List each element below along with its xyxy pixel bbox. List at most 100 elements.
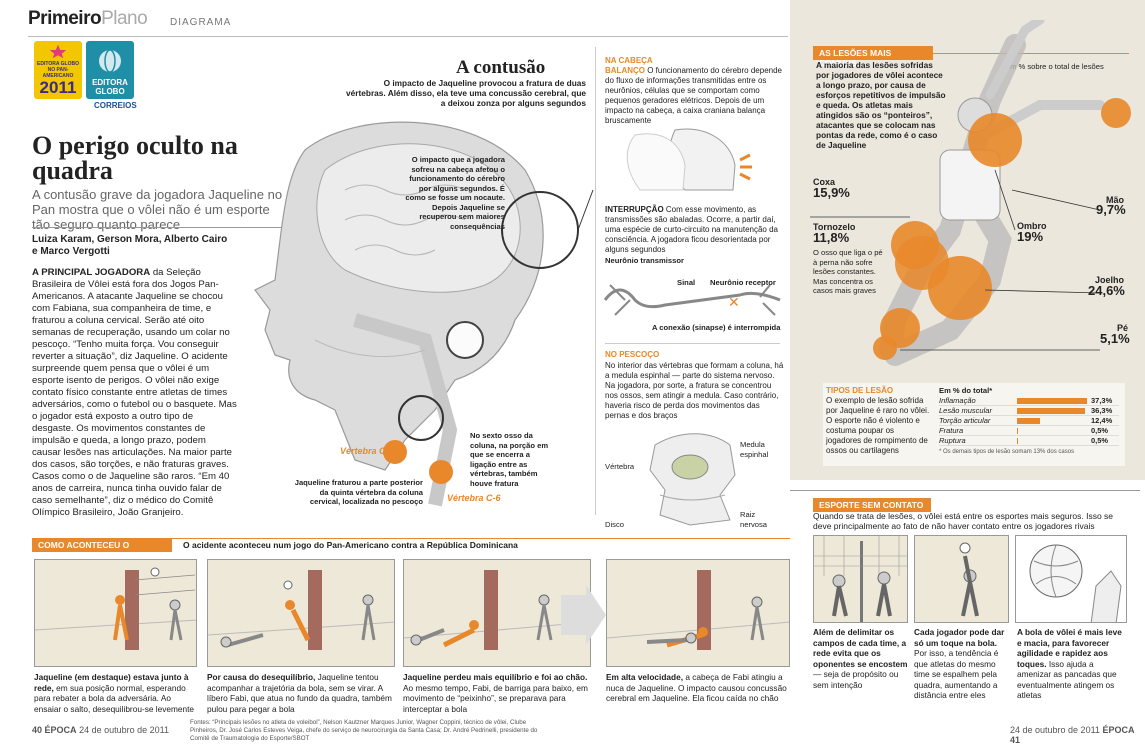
esporte-caption-1: Além de delimitar os campos de cada time…	[813, 627, 908, 690]
choque-scene-1	[35, 567, 196, 650]
tipos-row-bar	[1017, 427, 1018, 434]
right-page-number: 41	[1010, 735, 1021, 745]
ombro-value: 19%	[1017, 229, 1044, 244]
interrupcao-label: INTERRUPÇÃO	[605, 205, 664, 214]
tipos-band: TIPOS DE LESÃO	[826, 386, 894, 395]
medula-label: Medula espinhal	[740, 440, 769, 459]
article-lead: A PRINCIPAL JOGADORA	[32, 267, 151, 278]
joelho-label: Joelho	[1095, 275, 1125, 285]
footer-sources: Fontes: “Principais lesões no atleta de …	[190, 719, 538, 742]
article-authors: Luiza Karam, Gerson Mora, Alberto Cairo …	[32, 234, 228, 257]
net-illustration	[814, 536, 907, 622]
tipos-row-bar-track	[1017, 427, 1087, 434]
right-magazine: ÉPOCA	[1102, 725, 1135, 735]
coxa-label: Coxa	[813, 177, 836, 187]
tipos-row-value: 37,3%	[1091, 396, 1113, 405]
tipos-row-bar	[1017, 397, 1087, 404]
choque-caption-2-text: Jaqueline tentou acompanhar a trajetória…	[207, 672, 392, 714]
synapse-break-icon: ✕	[728, 295, 740, 311]
na-cabeca-tag: NA CABEÇA	[605, 56, 653, 65]
ball-illustration	[1029, 544, 1122, 622]
choque-desc: O acidente aconteceu num jogo do Pan-Ame…	[183, 540, 518, 550]
balanco-text: BALANÇO O funcionamento do cérebro depen…	[605, 66, 785, 126]
joelho-value: 24,6%	[1088, 283, 1125, 298]
mao-label: Mão	[1106, 195, 1124, 205]
tipos-row-label: Lesão muscular	[939, 406, 992, 415]
brain-neck-panel	[595, 47, 785, 515]
esporte-caption-2: Cada jogador pode dar só um toque na bol…	[914, 627, 1009, 701]
tipos-row-bar-track	[1017, 417, 1087, 424]
choque-caption-3-bold: Jaqueline perdeu mais equilíbrio e foi a…	[403, 672, 588, 682]
esporte-caption-3-text: Isso ajuda a amenizar as pancadas que ev…	[1017, 658, 1117, 701]
pe-label: Pé	[1117, 323, 1129, 333]
choque-caption-2-bold: Por causa do desequilíbrio,	[207, 672, 316, 682]
choque-scene-4	[607, 570, 789, 650]
choque-frame-2	[207, 559, 395, 667]
tornozelo-label: Tornozelo	[813, 222, 856, 232]
tipos-row-bar-track	[1017, 437, 1087, 444]
esporte-caption-2-bold: Cada jogador pode dar só um toque na bol…	[914, 627, 1005, 648]
c5-label: Vértebra C-5	[340, 446, 394, 456]
footer-left: 40 ÉPOCA 24 de outubro de 2011	[32, 725, 169, 735]
panel-divider	[605, 343, 780, 344]
star-icon	[49, 44, 67, 59]
tipos-row-value: 12,4%	[1091, 416, 1113, 425]
choque-caption-1: Jaqueline (em destaque) estava junto à r…	[34, 672, 197, 714]
fracture-note: Jaqueline fraturou a parte posterior da …	[294, 478, 423, 506]
tipos-row-label: Inflamação	[939, 396, 976, 405]
pe-value: 5,1%	[1100, 331, 1130, 346]
left-date: 24 de outubro de 2011	[79, 725, 169, 735]
sinal-label: Sinal	[677, 278, 696, 287]
left-page-number: 40	[32, 725, 43, 735]
tipos-row-bar-track	[1017, 397, 1087, 404]
esporte-intro: Quando se trata de lesões, o vôlei está …	[813, 511, 1114, 531]
contusao-title: A contusão	[456, 57, 546, 78]
sinapse-label: A conexão (sinapse) é interrompida	[652, 323, 781, 332]
tipos-row-label: Fratura	[939, 426, 964, 435]
choque-frame-4	[606, 559, 790, 667]
header-brand: PrimeiroPlano	[28, 8, 148, 30]
esporte-frame-touch	[914, 535, 1009, 623]
choque-scene-3	[404, 570, 590, 650]
article-subtitle: A contusão grave da jogadora Jaqueline n…	[32, 187, 283, 232]
tipos-row-bar	[1017, 437, 1018, 444]
disco-label: Disco	[605, 520, 624, 529]
choque-caption-4: Em alta velocidade, a cabeça de Fabi ati…	[606, 672, 790, 704]
pescoco-text: No interior das vértebras que formam a c…	[605, 361, 784, 420]
lesoes-text: A maioria das lesões sofridas por jogado…	[816, 60, 946, 150]
footer-right: 24 de outubro de 2011 ÉPOCA 41	[1010, 725, 1145, 745]
esporte-frame-ball	[1015, 535, 1127, 623]
no-pescoco-tag: NO PESCOÇO	[605, 350, 660, 359]
tipos-text: O exemplo de lesão sofrida por Jaqueline…	[826, 396, 930, 455]
coxa-value: 15,9%	[813, 185, 850, 200]
tipos-header: Em % do total*	[939, 386, 993, 395]
tipos-row-bar	[1017, 417, 1041, 424]
tipos-row-label: Ruptura	[939, 436, 966, 445]
tipos-row-bar	[1017, 407, 1086, 414]
lesoes-band: AS LESÕES MAIS COMUNS	[813, 46, 933, 68]
tipos-row: Fratura 0,5%	[939, 426, 1119, 436]
lesoes-band-rule	[933, 53, 1129, 54]
head-skull-illustration	[254, 121, 594, 507]
esporte-band: ESPORTE SEM CONTATO	[813, 498, 931, 512]
esporte-top-rule	[790, 490, 1140, 491]
balanco-body: O funcionamento do cérebro depende do fl…	[605, 66, 782, 125]
vertebra-label: Vértebra	[605, 462, 635, 471]
sixth-vertebra-note: No sexto osso da coluna, na porção em qu…	[470, 431, 549, 488]
choque-caption-2: Por causa do desequilíbrio, Jaqueline te…	[207, 672, 395, 714]
tipos-footnote: * Os demais tipos de lesão somam 13% dos…	[939, 449, 1075, 455]
correios-logo: CORREIOS	[94, 101, 137, 110]
brand-primary: Primeiro	[28, 8, 102, 29]
neuron-receptor-label: Neurônio receptor	[710, 278, 776, 287]
section-label: DIAGRAMA	[170, 17, 232, 28]
editora-logo: EDITORA GLOBO	[86, 41, 134, 99]
choque-caption-1-text: em sua posição normal, esperando para re…	[34, 682, 195, 714]
neuron-transmitter-label: Neurônio transmissor	[605, 256, 684, 265]
esporte-caption-1-bold: Além de delimitar os campos de cada time…	[813, 627, 908, 669]
brand-secondary: Plano	[101, 8, 148, 29]
tornozelo-desc: O osso que liga o pé à perna não sofre l…	[813, 248, 883, 295]
tipos-row-value: 0,5%	[1091, 426, 1109, 435]
lesoes-note: Em % sobre o total de lesões	[1005, 62, 1104, 71]
